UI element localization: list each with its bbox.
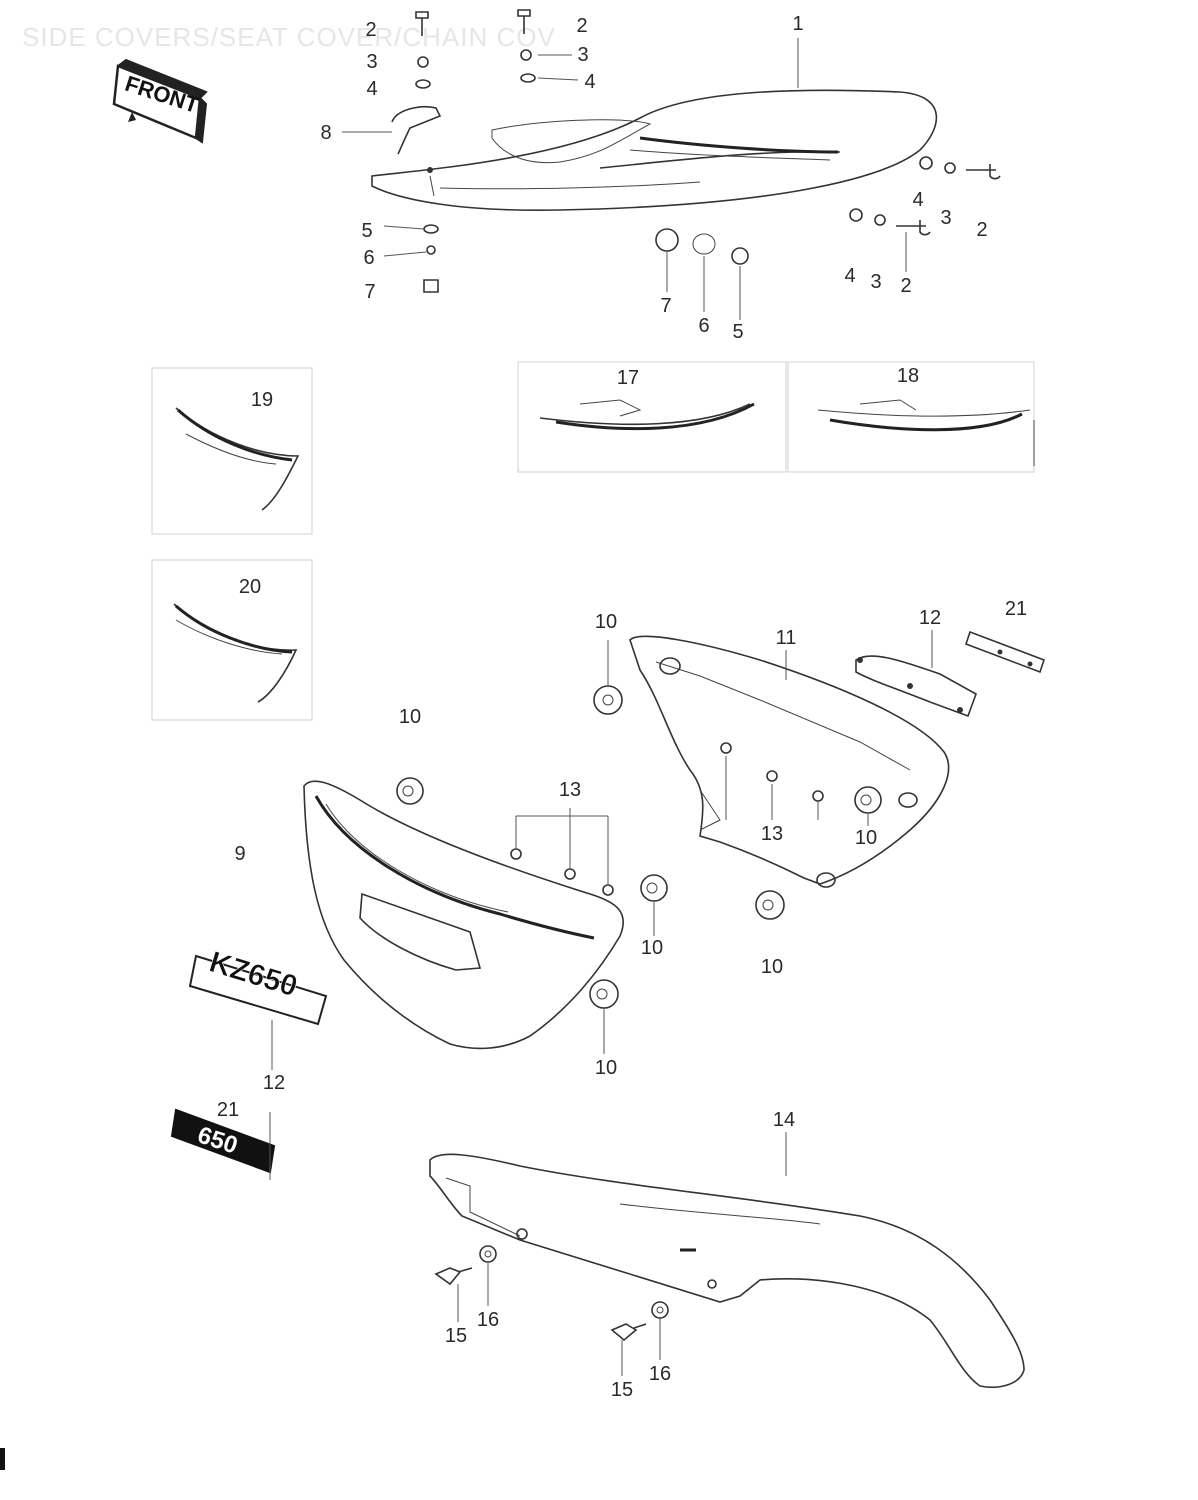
- callout-5: 5: [361, 220, 373, 242]
- part-19-side-cover-panel: [151, 367, 313, 535]
- callout-3: 3: [366, 51, 378, 73]
- callout-18: 18: [896, 365, 920, 387]
- callout-4: 4: [584, 71, 596, 93]
- callout-3: 3: [940, 207, 952, 229]
- part-12-emblem-bracket: [855, 655, 977, 718]
- part-1-seat-cover: [371, 89, 938, 212]
- callout-1: 1: [792, 13, 804, 35]
- callout-3: 3: [870, 271, 882, 293]
- callout-16: 16: [476, 1309, 500, 1331]
- seat-hardware: [391, 9, 1001, 293]
- front-direction-badge: FRONT: [112, 58, 208, 144]
- callout-17: 17: [616, 367, 640, 389]
- leader-lines-lower: [269, 630, 933, 1376]
- part-9-left-side-cover: [303, 780, 625, 1050]
- callout-14: 14: [772, 1109, 796, 1131]
- part-18-stripe-panel: [787, 361, 1035, 473]
- page-title: SIDE COVERS/SEAT COVER/CHAIN COV: [22, 22, 556, 52]
- callout-16: 16: [648, 1363, 672, 1385]
- callout-6: 6: [698, 315, 710, 337]
- leader-lines-top: [342, 38, 907, 320]
- callout-8: 8: [320, 122, 332, 144]
- callout-21: 21: [1004, 598, 1028, 620]
- callout-2: 2: [365, 19, 377, 41]
- part-12-kz650-emblem: KZ650: [188, 945, 328, 1026]
- margin-mark: [0, 1448, 5, 1470]
- callout-10: 10: [594, 1057, 618, 1079]
- 650-emblem-text: 650: [194, 1122, 240, 1160]
- callout-21: 21: [216, 1099, 240, 1121]
- part-14-chain-cover: [429, 1153, 1025, 1388]
- callout-11: 11: [775, 627, 797, 649]
- callout-20: 20: [238, 576, 262, 598]
- callout-10: 10: [760, 956, 784, 978]
- arrow-icon: [128, 112, 136, 122]
- callout-13: 13: [760, 823, 784, 845]
- callout-7: 7: [660, 295, 672, 317]
- callout-4: 4: [912, 189, 924, 211]
- callout-9: 9: [234, 843, 246, 865]
- callout-19: 19: [250, 389, 274, 411]
- part-17-stripe-panel: [517, 361, 787, 473]
- callout-2: 2: [576, 15, 588, 37]
- callout-6: 6: [363, 247, 375, 269]
- part-21-emblem-plate: [964, 630, 1046, 674]
- part-20-side-cover-panel: [151, 559, 313, 721]
- callout-4: 4: [366, 78, 378, 100]
- callout-4: 4: [844, 265, 856, 287]
- callout-3: 3: [577, 44, 589, 66]
- callout-13: 13: [558, 779, 582, 801]
- callout-10: 10: [854, 827, 878, 849]
- callout-15: 15: [444, 1325, 468, 1347]
- callout-10: 10: [640, 937, 664, 959]
- callout-12: 12: [262, 1072, 286, 1094]
- callout-10: 10: [398, 706, 422, 728]
- callout-12: 12: [918, 607, 942, 629]
- callout-15: 15: [610, 1379, 634, 1401]
- chain-cover-hardware: [434, 1245, 669, 1342]
- callout-2: 2: [976, 219, 988, 241]
- callout-7: 7: [364, 281, 376, 303]
- part-11-right-side-cover: [629, 635, 950, 888]
- callout-5: 5: [732, 321, 744, 343]
- callout-10: 10: [594, 611, 618, 633]
- callout-2: 2: [900, 275, 912, 297]
- part-10-grommets: [396, 685, 882, 1009]
